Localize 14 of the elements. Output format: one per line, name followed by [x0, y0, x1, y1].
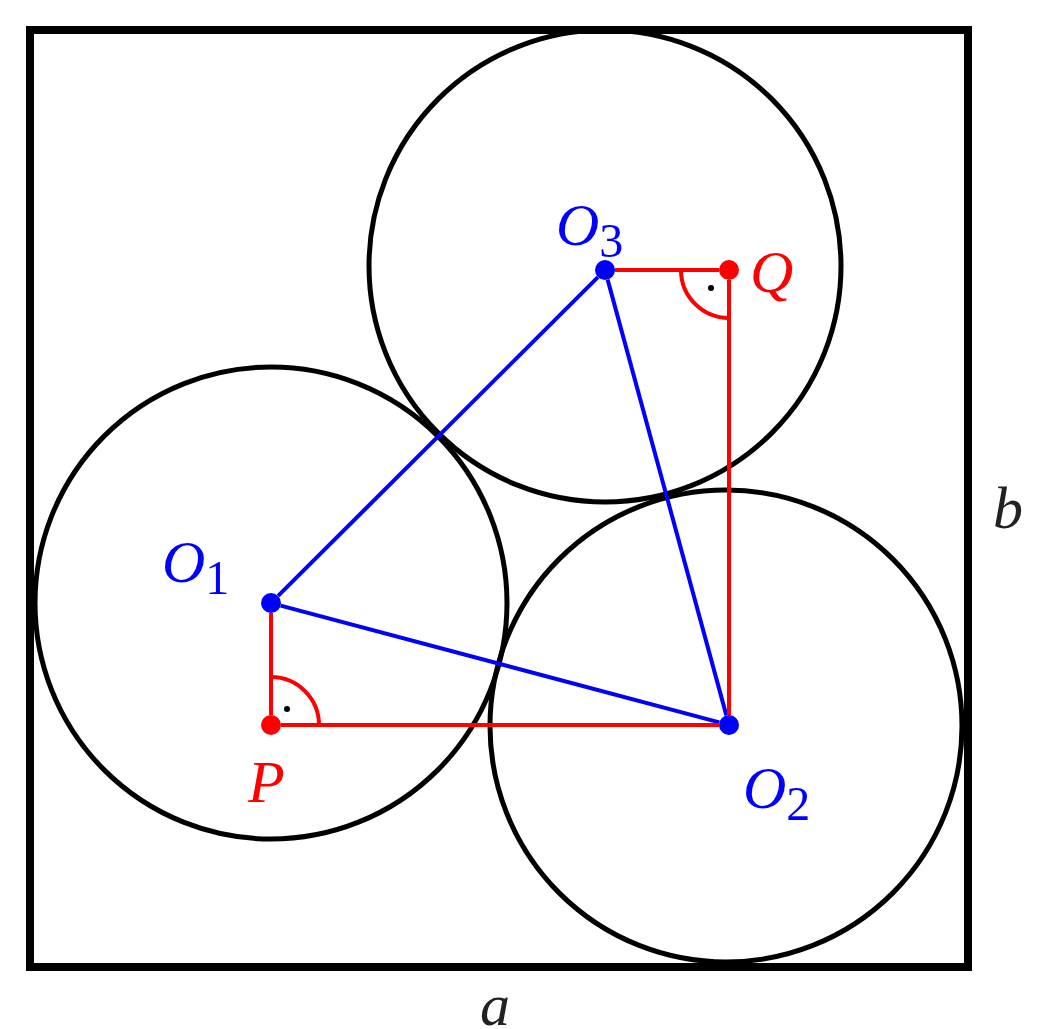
line-segment	[281, 723, 719, 727]
line-segment	[615, 268, 719, 272]
point-label: P	[248, 752, 285, 812]
line-segment	[605, 279, 729, 716]
point-label: O$_{2}$	[743, 758, 811, 828]
line-segment	[269, 613, 273, 715]
line-segment	[276, 275, 600, 598]
point-label: O$_{1}$	[162, 532, 230, 602]
side-length-label: b	[993, 478, 1023, 538]
line-segment	[727, 280, 731, 715]
line-segment	[280, 603, 720, 725]
side-length-label: a	[480, 975, 510, 1029]
point-label: O$_{3}$	[556, 195, 624, 265]
point-label: Q	[750, 242, 794, 302]
